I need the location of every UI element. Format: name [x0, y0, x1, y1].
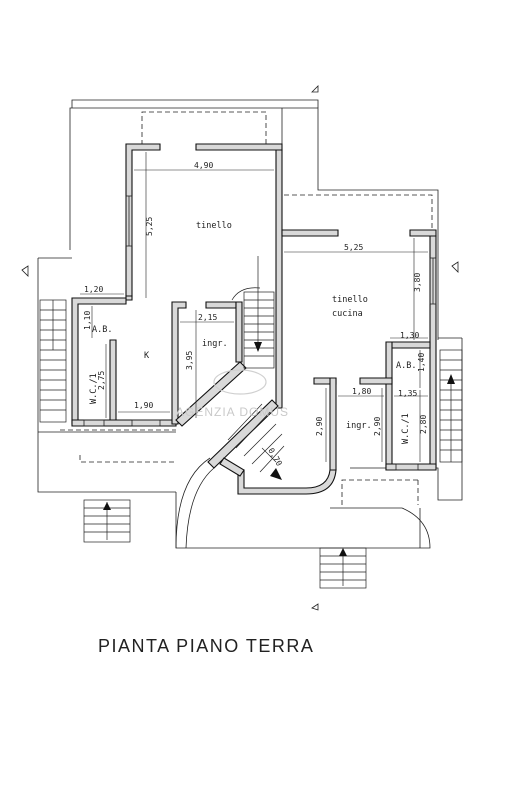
dim-1-35: 1,35	[398, 389, 417, 398]
dim-5-25-horizontal: 5,25	[344, 243, 363, 252]
dim-1-80: 1,80	[352, 387, 371, 396]
room-tinello-cucina-1: tinello	[332, 295, 368, 305]
walls	[71, 143, 437, 495]
room-tinello: tinello	[196, 221, 232, 231]
dimension-labels: 4,90 5,25 5,25 3,80 1,20 1,10 2,75 1,90 …	[83, 161, 428, 468]
room-k: K	[144, 351, 150, 361]
room-ingr-right: ingr.	[346, 421, 372, 431]
dim-0-70: 0,70	[266, 447, 284, 468]
dim-1-40: 1,40	[417, 353, 426, 372]
dim-1-10: 1,10	[83, 311, 92, 330]
dim-1-30: 1,30	[400, 331, 419, 340]
external-stairs	[39, 299, 463, 589]
dim-2-80: 2,80	[419, 415, 428, 434]
dim-3-95: 3,95	[185, 351, 194, 370]
room-ingr-left: ingr.	[202, 339, 228, 349]
watermark-text: AGENZIA DOMUS	[176, 405, 289, 419]
dim-4-90: 4,90	[194, 161, 213, 170]
room-wc-right: W.C./1	[401, 413, 411, 444]
dim-1-90: 1,90	[134, 401, 153, 410]
dim-1-20: 1,20	[84, 285, 103, 294]
internal-stairs	[227, 256, 285, 480]
room-wc-left: W.C./1	[89, 373, 99, 404]
dashed-projections	[60, 111, 433, 505]
windows	[83, 195, 437, 471]
dim-2-75: 2,75	[97, 371, 106, 390]
dim-2-90-b: 2,90	[373, 417, 382, 436]
plan-title: PIANTA PIANO TERRA	[98, 636, 314, 656]
dimension-lines	[80, 152, 428, 463]
dim-2-90-a: 2,90	[315, 417, 324, 436]
dim-2-15: 2,15	[198, 313, 217, 322]
section-markers	[21, 85, 459, 611]
room-labels: tinello tinello cucina A.B. A.B. K ingr.…	[89, 221, 416, 444]
room-ab-left: A.B.	[92, 325, 112, 335]
watermark: AGENZIA DOMUS	[176, 369, 289, 419]
dim-5-25-vertical: 5,25	[145, 217, 154, 236]
room-tinello-cucina-2: cucina	[332, 309, 363, 319]
room-ab-right: A.B.	[396, 361, 416, 371]
dim-3-80: 3,80	[413, 273, 422, 292]
